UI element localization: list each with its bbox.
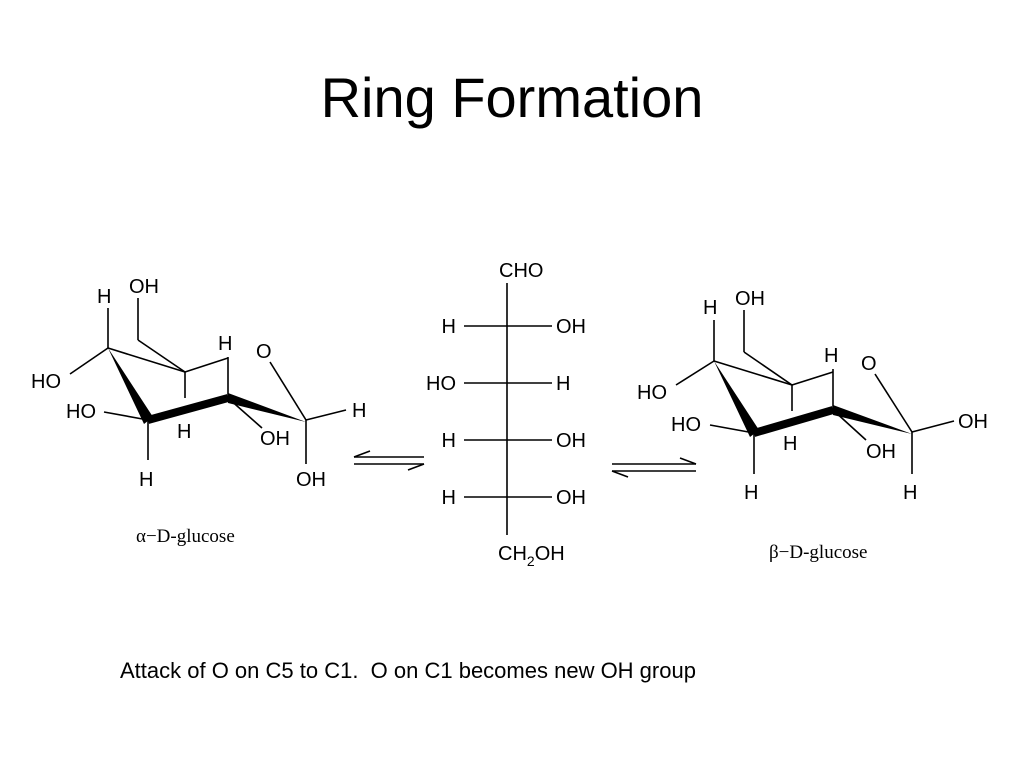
fischer-bottom-label: CH2OH	[498, 543, 565, 569]
alpha-c3-ho-label: HO	[66, 401, 96, 423]
alpha-c2-c1-wedge	[228, 393, 306, 422]
alpha-c3-ho-bond	[103, 411, 149, 421]
beta-c5-o-bond	[791, 371, 834, 386]
equilibrium-arrow-left-top-head	[353, 450, 371, 458]
equilibrium-arrow-right	[611, 457, 697, 478]
fischer-row-4-right: OH	[556, 487, 586, 509]
alpha-c2-h-label: H	[218, 333, 232, 355]
fischer-row-2-right: H	[556, 373, 570, 395]
beta-c2-oh-bond	[832, 409, 867, 441]
slide-title: Ring Formation	[320, 66, 704, 129]
beta-c3-c2-bold-bond	[752, 406, 835, 437]
open-chain-glucose: CHO H OH HO H H OH H OH CH2OH	[426, 260, 586, 569]
beta-ring-o-label: O	[861, 353, 877, 375]
beta-c4-h-top-label: H	[703, 297, 717, 319]
beta-glucose-name: β−D-glucose	[769, 542, 867, 563]
equilibrium-arrow-right-bottom-head	[611, 470, 629, 478]
alpha-c2-oh-bond	[227, 397, 263, 429]
alpha-c4-c5-bond	[107, 347, 186, 373]
alpha-glucose-structure: OH H HO HO H H H O OH H OH α−D-glucose	[31, 276, 366, 547]
beta-c4-c3-wedge	[714, 361, 759, 437]
beta-c2-oh-label: OH	[866, 441, 896, 463]
alpha-c1-h-label: H	[352, 400, 366, 422]
alpha-glucose-name: α−D-glucose	[136, 526, 235, 547]
equilibrium-arrow-right-top-head	[679, 457, 697, 465]
alpha-c3-h-label: H	[139, 469, 153, 491]
fischer-row-1-left: H	[442, 316, 456, 338]
equilibrium-arrow-left	[353, 450, 425, 471]
beta-c2-c1-wedge	[833, 405, 912, 434]
alpha-c3-c2-bold-bond	[146, 394, 230, 424]
slide-caption: Attack of O on C5 to C1. O on C1 becomes…	[120, 658, 696, 683]
beta-c4-ho-label: HO	[637, 382, 667, 404]
alpha-c4-ho-label: HO	[31, 371, 61, 393]
beta-c4-ho-bond	[675, 360, 715, 386]
beta-c4-c5-bond	[713, 360, 793, 386]
fischer-row-3-right: OH	[556, 430, 586, 452]
beta-c2-h-label: H	[824, 345, 838, 367]
beta-c1-oh-label: OH	[958, 411, 988, 433]
alpha-ring-o-label: O	[256, 341, 272, 363]
alpha-c5-h-label: H	[177, 421, 191, 443]
alpha-c4-h-top-label: H	[97, 286, 111, 308]
alpha-o-c1-bond	[269, 361, 307, 421]
fischer-row-3-left: H	[442, 430, 456, 452]
beta-c1-h-label: H	[903, 482, 917, 504]
alpha-c4-c3-wedge	[108, 348, 153, 424]
beta-c5-h-label: H	[783, 433, 797, 455]
beta-c3-ho-label: HO	[671, 414, 701, 436]
beta-o-c1-bond	[874, 373, 913, 433]
beta-c1-oh-bond	[911, 420, 955, 433]
alpha-c1-oh-label: OH	[296, 469, 326, 491]
equilibrium-arrow-left-bottom-head	[407, 463, 425, 471]
alpha-c4-ho-bond	[69, 347, 109, 375]
alpha-c1-h-bond	[305, 409, 347, 421]
fischer-top-label: CHO	[499, 260, 543, 282]
alpha-c5-o-bond	[184, 357, 229, 373]
beta-glucose-structure: OH H HO HO H H H O OH OH H β−D-glucose	[637, 288, 988, 563]
beta-c6-oh-label: OH	[735, 288, 765, 310]
alpha-c5-c6-bond	[137, 339, 186, 373]
beta-c3-ho-bond	[709, 424, 755, 434]
beta-c5-c6-bond	[743, 351, 793, 386]
fischer-row-1-right: OH	[556, 316, 586, 338]
alpha-c6-oh-label: OH	[129, 276, 159, 298]
beta-c3-h-label: H	[744, 482, 758, 504]
fischer-row-4-left: H	[442, 487, 456, 509]
alpha-c2-oh-label: OH	[260, 428, 290, 450]
fischer-row-2-left: HO	[426, 373, 456, 395]
